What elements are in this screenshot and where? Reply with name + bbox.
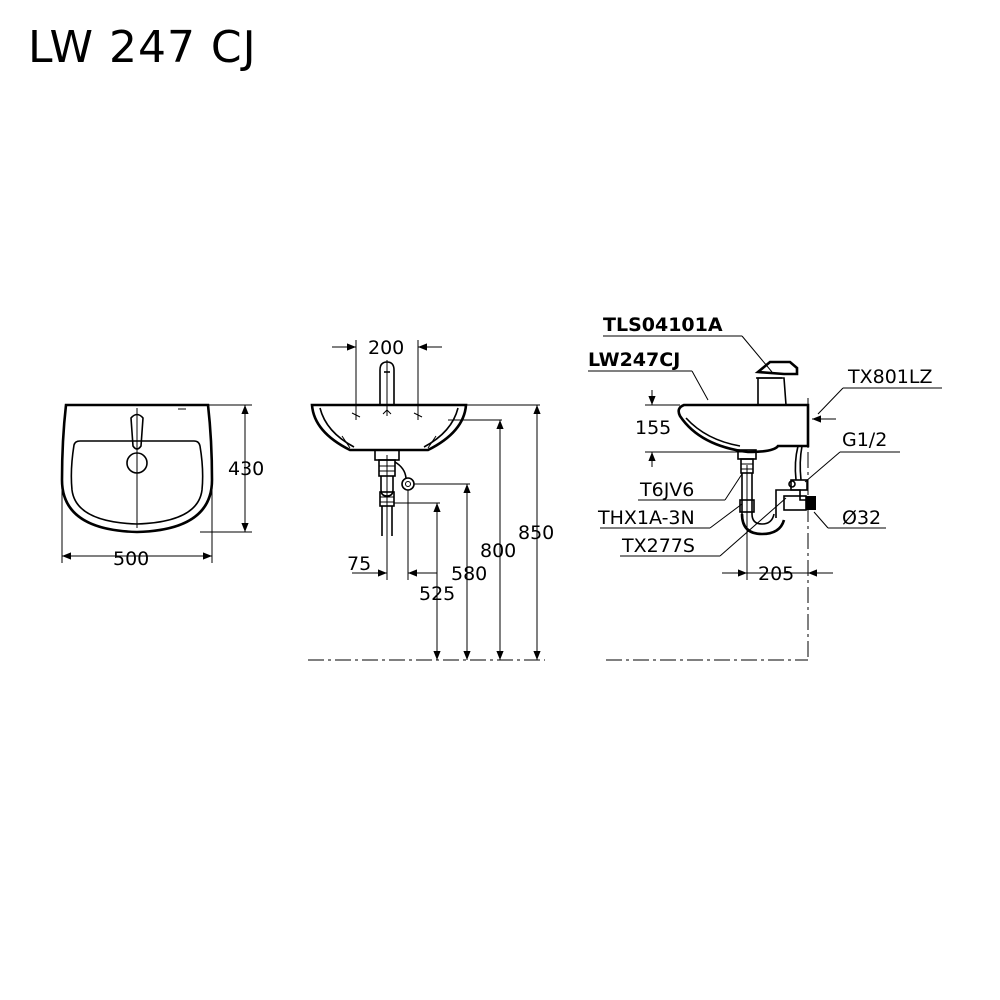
callout-angle-valve: TX801LZ (817, 366, 942, 415)
callout-waste: T6JV6 (638, 473, 743, 501)
dimension-label-155: 155 (635, 417, 671, 439)
drawing-title: LW 247 CJ (28, 22, 257, 73)
dimension-wall-projection: 205 (722, 563, 833, 585)
thread-size-label: G1/2 (842, 429, 887, 451)
hose-model-label: TX277S (621, 535, 695, 557)
basin-top-outline (60, 403, 214, 534)
front-view: 200 75 525 580 800 850 (308, 337, 554, 661)
dimension-label-850: 850 (518, 522, 554, 544)
basin-side-outline (677, 403, 810, 454)
drain-assembly-front (374, 449, 415, 580)
callout-thread: G1/2 (804, 429, 900, 483)
faucet-front-icon (379, 360, 395, 416)
callout-trap: THX1A-3N (597, 503, 743, 529)
faucet-side-icon (754, 360, 799, 406)
dimension-supply-height: 580 (451, 484, 487, 660)
dimension-width: 500 (61, 480, 213, 570)
faucet-model-label: TLS04101A (603, 314, 723, 336)
dimension-offset: 75 (347, 490, 437, 580)
dimension-overall-height: 850 (518, 405, 554, 660)
side-view: TLS04101A LW247CJ TX801LZ G1/2 (588, 314, 942, 661)
pipe-diameter-label: Ø32 (842, 507, 881, 529)
callout-hose: TX277S (620, 497, 787, 557)
angle-valve-icon (783, 445, 816, 511)
top-view: 430 500 (60, 403, 264, 570)
dimension-label-500: 500 (113, 548, 149, 570)
basin-front-outline (310, 403, 468, 452)
callout-basin: LW247CJ (588, 349, 709, 401)
dimension-label-205: 205 (758, 563, 794, 585)
dimension-label-75: 75 (347, 553, 371, 575)
callout-faucet: TLS04101A (603, 314, 773, 373)
dimension-label-200: 200 (368, 337, 404, 359)
dimension-label-525: 525 (419, 583, 455, 605)
dimension-drain-height: 525 (419, 503, 455, 660)
basin-model-label: LW247CJ (588, 349, 680, 371)
dimension-depth: 430 (200, 404, 264, 533)
dimension-rim-height: 800 (480, 420, 516, 660)
drain-assembly-side (737, 449, 808, 580)
dimension-rim-depth: 155 (635, 390, 745, 467)
trap-model-label: THX1A-3N (597, 507, 695, 529)
dimension-label-580: 580 (451, 563, 487, 585)
dimension-label-430: 430 (228, 458, 264, 480)
callout-pipe-diameter: Ø32 (813, 507, 886, 529)
dimension-label-800: 800 (480, 540, 516, 562)
angle-valve-model-label: TX801LZ (847, 366, 933, 388)
waste-model-label: T6JV6 (639, 479, 694, 501)
dimension-faucet-spacing: 200 (332, 337, 442, 420)
